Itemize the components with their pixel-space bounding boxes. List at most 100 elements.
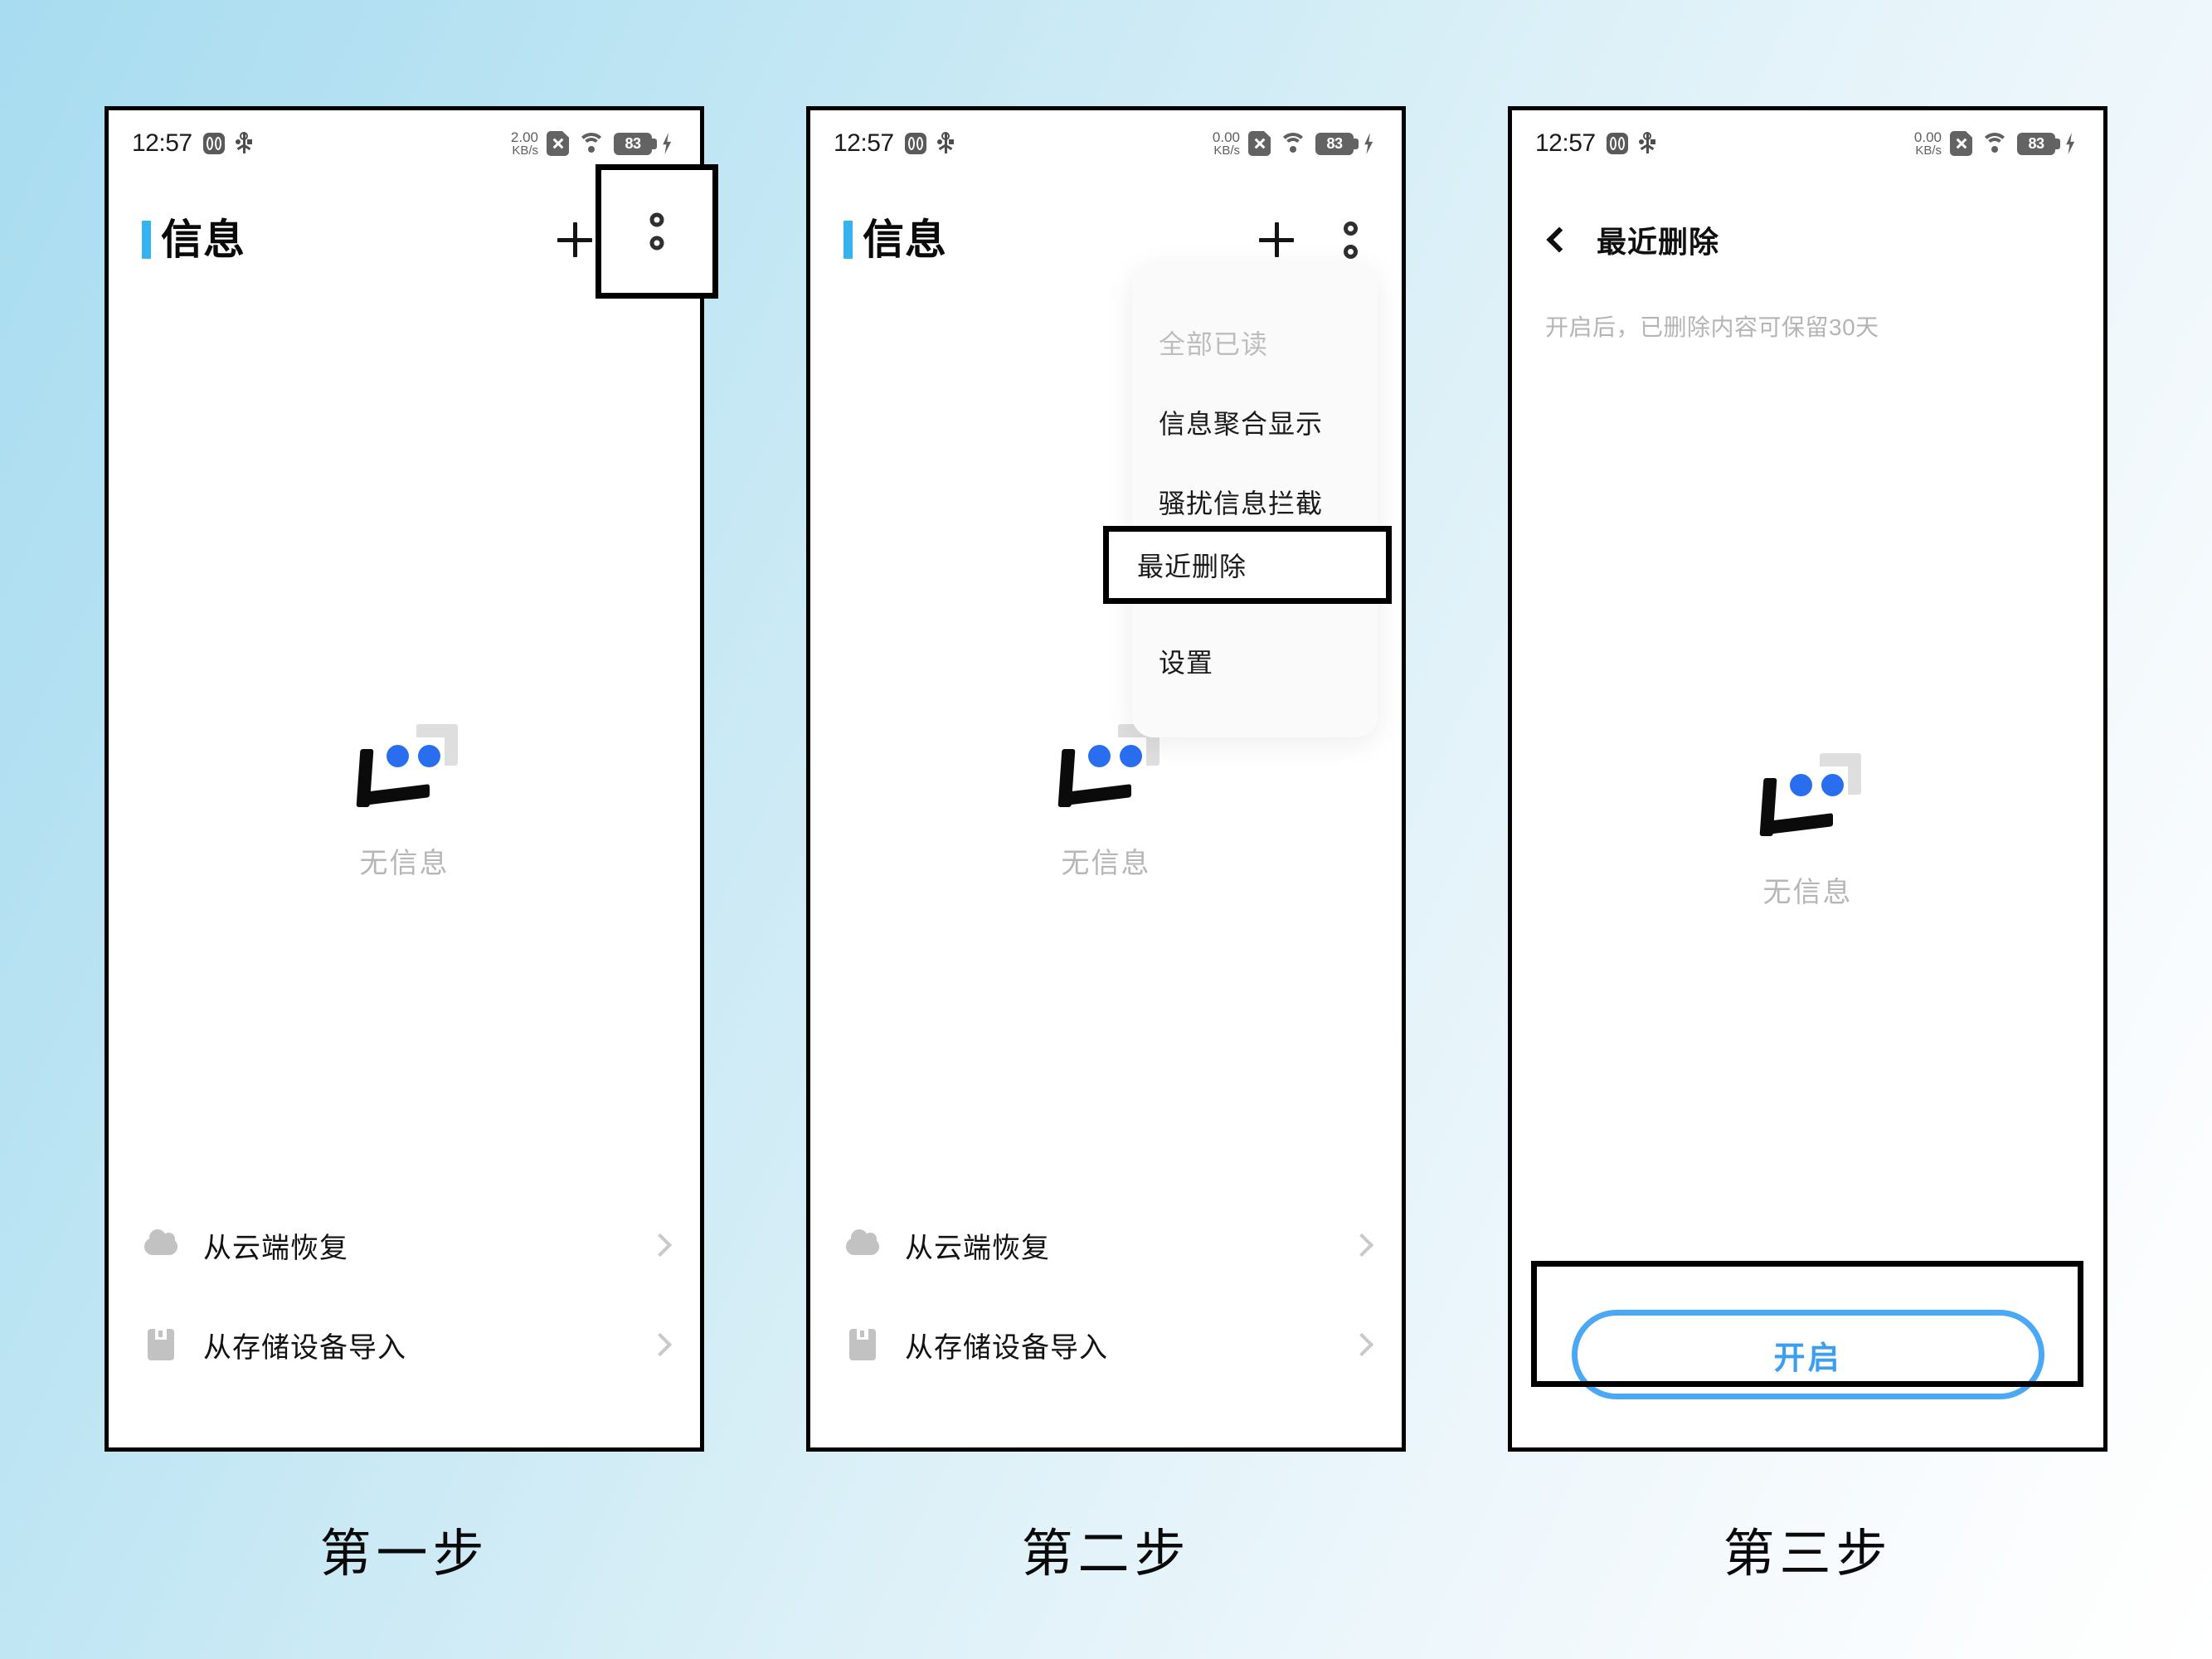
back-header-3: 最近删除 [1512,200,2103,280]
wechat-icon [904,133,926,154]
menu-item-spam-block[interactable]: 骚扰信息拦截 [1132,462,1378,542]
battery-percent-label: 83 [625,135,641,152]
list-item-cloud-restore[interactable]: 从云端恢复 [810,1195,1402,1295]
overflow-dropdown-menu: 全部已读 信息聚合显示 骚扰信息拦截 设置 [1132,265,1378,737]
plus-icon[interactable] [556,221,594,259]
wifi-icon [1279,133,1307,154]
phone-screen-3: 12:57 0.00 KB/s 83 [1508,106,2107,1452]
network-speed-unit: KB/s [512,144,538,158]
wechat-icon [202,133,225,154]
app-title-wrap-2: 信息 [843,219,947,260]
network-speed-unit: KB/s [1915,144,1942,158]
network-speed-value: 0.00 [1212,129,1240,145]
empty-state-label: 无信息 [359,848,450,879]
list-item-label: 从存储设备导入 [905,1331,1108,1364]
floppy-disk-icon [143,1326,180,1363]
network-speed-unit: KB/s [1213,144,1240,158]
battery-icon: 83 [614,132,657,155]
page-subtitle: 开启后，已删除内容可保留30天 [1545,314,1879,340]
usb-icon [936,132,954,155]
bottom-action-list-1: 从云端恢复 从存储设备导入 [109,1195,700,1394]
menu-item-label: 骚扰信息拦截 [1159,489,1324,518]
usb-icon [235,132,252,155]
empty-state-1: 无信息 [109,724,700,881]
empty-state-label: 无信息 [1061,848,1151,879]
list-item-label: 从云端恢复 [203,1232,348,1264]
title-accent-bar [142,221,151,259]
network-speed-value: 0.00 [1913,129,1942,145]
kebab-menu-icon[interactable] [1335,220,1365,260]
bottom-action-list-2: 从云端恢复 从存储设备导入 [810,1195,1402,1394]
phone-panel-step3: 12:57 0.00 KB/s 83 [1508,106,2107,1452]
phone-panel-step2: 12:57 0.00 KB/s 83 [806,106,1406,1452]
menu-item-label: 设置 [1159,648,1214,678]
chevron-right-icon [1349,1332,1374,1357]
phone-screen-1: 12:57 2.00 KB/s 83 [105,106,704,1452]
no-message-illustration [1755,753,1861,839]
status-bar-3: 12:57 0.00 KB/s 83 [1512,110,2103,177]
back-arrow-icon[interactable] [1544,221,1568,259]
menu-item-settings[interactable]: 设置 [1132,621,1378,701]
enable-button[interactable]: 开启 [1571,1310,2044,1399]
step-caption-3: 第三步 [1723,1525,1893,1583]
charging-bolt-icon [1362,133,1375,154]
chevron-right-icon [1349,1233,1374,1258]
app-header-2: 信息 [810,200,1402,280]
kebab-menu-icon[interactable] [634,220,664,260]
empty-state-label: 无信息 [1762,877,1853,908]
menu-item-label: 信息聚合显示 [1159,409,1324,439]
title-accent-bar [843,221,853,259]
charging-bolt-icon [660,133,673,154]
list-item-storage-import[interactable]: 从存储设备导入 [109,1295,700,1394]
chevron-right-icon [648,1332,673,1357]
network-speed-value: 2.00 [510,129,538,145]
status-bar-1: 12:57 2.00 KB/s 83 [109,110,700,177]
chevron-right-icon [648,1233,673,1258]
status-bar-right-1: 2.00 KB/s 83 [510,129,673,158]
menu-item-aggregate-display[interactable]: 信息聚合显示 [1132,382,1378,462]
status-bar-right-3: 0.00 KB/s 83 [1913,129,2077,158]
page-title: 信息 [863,216,947,263]
step-caption-2: 第二步 [1021,1525,1191,1583]
status-bar-2: 12:57 0.00 KB/s 83 [810,110,1402,177]
menu-item-recently-deleted[interactable] [1132,542,1378,621]
status-time: 12:57 [1535,129,1596,157]
sim-disabled-icon [547,131,569,156]
header-actions-2 [1257,220,1365,260]
phone-screen-2: 12:57 0.00 KB/s 83 [806,106,1406,1452]
step-caption-1: 第一步 [319,1525,489,1583]
no-message-illustration [1053,724,1159,810]
battery-percent-label: 83 [1326,135,1343,152]
sim-disabled-icon [1248,131,1271,156]
status-time: 12:57 [834,129,894,157]
wechat-icon [1606,133,1628,154]
menu-item-label [1162,567,1170,597]
usb-icon [1638,132,1655,155]
header-actions-1 [556,220,664,260]
battery-icon: 83 [2017,132,2060,155]
floppy-disk-icon [845,1326,882,1363]
battery-icon: 83 [1315,132,1359,155]
status-bar-left-1: 12:57 [132,129,252,158]
network-speed-indicator: 0.00 KB/s [1913,129,1942,158]
menu-item-mark-all-read: 全部已读 [1132,303,1378,382]
empty-state-3: 无信息 [1512,753,2103,910]
enable-button-wrap: 开启 [1512,1310,2103,1399]
list-item-cloud-restore[interactable]: 从云端恢复 [109,1195,700,1295]
status-bar-left-3: 12:57 [1535,129,1655,158]
status-bar-left-2: 12:57 [834,129,954,158]
list-item-label: 从云端恢复 [905,1232,1050,1264]
status-time: 12:57 [132,129,192,157]
cloud-icon [143,1227,180,1263]
list-item-storage-import[interactable]: 从存储设备导入 [810,1295,1402,1394]
cloud-icon [845,1227,882,1263]
network-speed-indicator: 2.00 KB/s [510,129,538,158]
charging-bolt-icon [2064,133,2077,154]
page-title: 最近删除 [1597,225,1720,259]
network-speed-indicator: 0.00 KB/s [1212,129,1240,158]
battery-percent-label: 83 [2028,135,2044,152]
wifi-icon [1981,133,2009,154]
plus-icon[interactable] [1257,221,1296,259]
no-message-illustration [352,724,458,810]
